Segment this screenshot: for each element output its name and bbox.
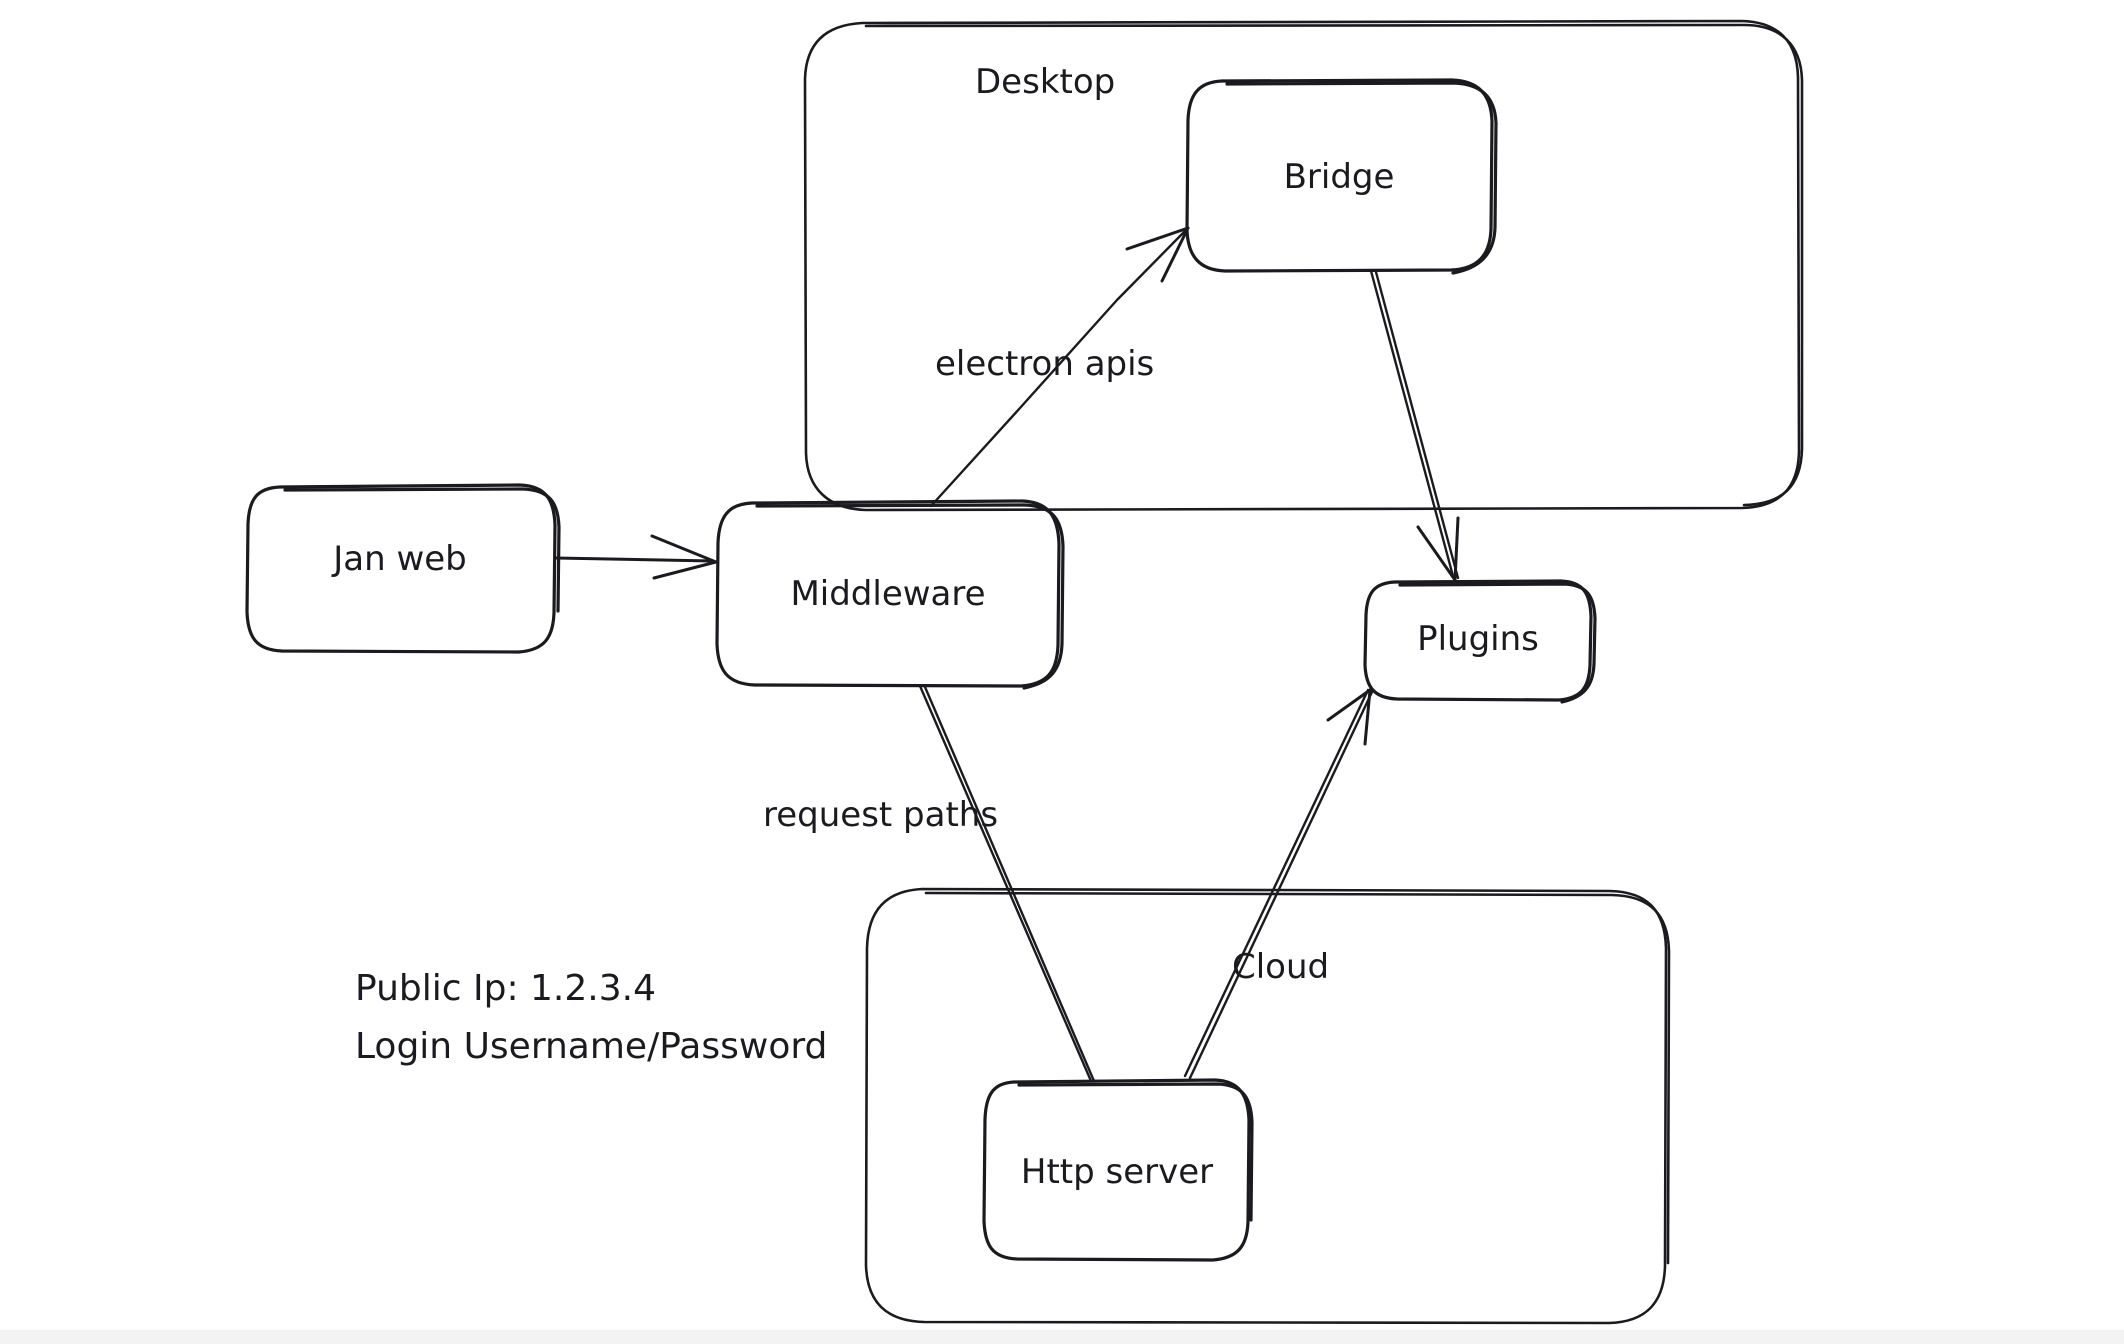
edge-label-cloud: Cloud	[1232, 947, 1329, 987]
node-label-bridge: Bridge	[1284, 157, 1395, 197]
edge-line-middleware-bridge	[929, 228, 1188, 508]
edge-line-http-server-plugins	[1183, 688, 1370, 1078]
node-label-plugins: Plugins	[1417, 619, 1539, 659]
node-label-http-server: Http server	[1021, 1152, 1213, 1192]
edge-line-jan-web-middleware	[554, 556, 715, 563]
note-public-ip: Public Ip: 1.2.3.4	[355, 968, 656, 1009]
arrowhead-right-bridge-plugins	[1453, 516, 1460, 582]
desktop-container-outline	[803, 19, 1801, 512]
arrowhead-upper-jan-web-middleware	[650, 534, 718, 564]
arrowhead-left-bridge-plugins	[1416, 525, 1457, 582]
arrowhead-lower-jan-web-middleware	[652, 560, 718, 580]
node-plugins[interactable]: Plugins	[1363, 579, 1597, 704]
cloud-container-outline-sketch	[924, 891, 1671, 1265]
bottom-edge-strip	[0, 1330, 2124, 1344]
edge-line-middleware-http-server-sketch	[923, 685, 1096, 1083]
arrowhead-lower-middleware-bridge	[1160, 226, 1190, 283]
plugins-box-outline-sketch	[1398, 582, 1597, 704]
node-jan-web[interactable]: Jan web	[245, 483, 561, 654]
edge-jan-web-to-middleware[interactable]	[554, 534, 718, 580]
desktop-container-outline-sketch	[864, 23, 1804, 507]
group-desktop[interactable]: Desktop	[803, 19, 1804, 512]
edge-http-server-to-plugins[interactable]: Cloud	[1183, 688, 1374, 1080]
note-login: Login Username/Password	[355, 1026, 827, 1067]
edge-line-bridge-plugins	[1369, 269, 1455, 578]
middleware-box-outline	[715, 499, 1061, 688]
edge-middleware-to-bridge[interactable]: electron apis	[929, 226, 1190, 508]
node-label-jan-web: Jan web	[331, 539, 467, 579]
edge-line-bridge-plugins-sketch	[1374, 270, 1460, 580]
node-bridge[interactable]: Bridge	[1185, 78, 1498, 275]
edge-bridge-to-plugins[interactable]	[1369, 269, 1460, 582]
group-label-desktop: Desktop	[975, 62, 1115, 102]
edge-line-http-server-plugins-sketch	[1188, 690, 1374, 1080]
arrowhead-right-http-server-plugins	[1363, 688, 1372, 746]
arrowhead-upper-middleware-bridge	[1125, 226, 1190, 251]
edge-label-request-paths: request paths	[763, 795, 998, 835]
http-server-box-outline-sketch	[1017, 1082, 1254, 1222]
arrowhead-left-http-server-plugins	[1326, 688, 1372, 722]
group-cloud[interactable]	[864, 887, 1671, 1325]
node-label-middleware: Middleware	[790, 574, 985, 614]
bridge-box-outline-sketch	[1225, 81, 1498, 275]
plugins-box-outline	[1363, 579, 1593, 702]
edge-line-middleware-http-server	[918, 684, 1093, 1083]
edge-label-electron-apis: electron apis	[935, 344, 1154, 384]
jan-web-box-outline	[245, 483, 557, 654]
node-http-server[interactable]: Http server	[982, 1078, 1254, 1262]
notes-block: Public Ip: 1.2.3.4 Login Username/Passwo…	[355, 968, 827, 1067]
jan-web-box-outline-sketch	[283, 487, 561, 613]
edge-middleware-to-http-server[interactable]: request paths	[763, 684, 1096, 1083]
middleware-box-outline-sketch	[755, 503, 1065, 690]
node-middleware[interactable]: Middleware	[715, 499, 1065, 690]
